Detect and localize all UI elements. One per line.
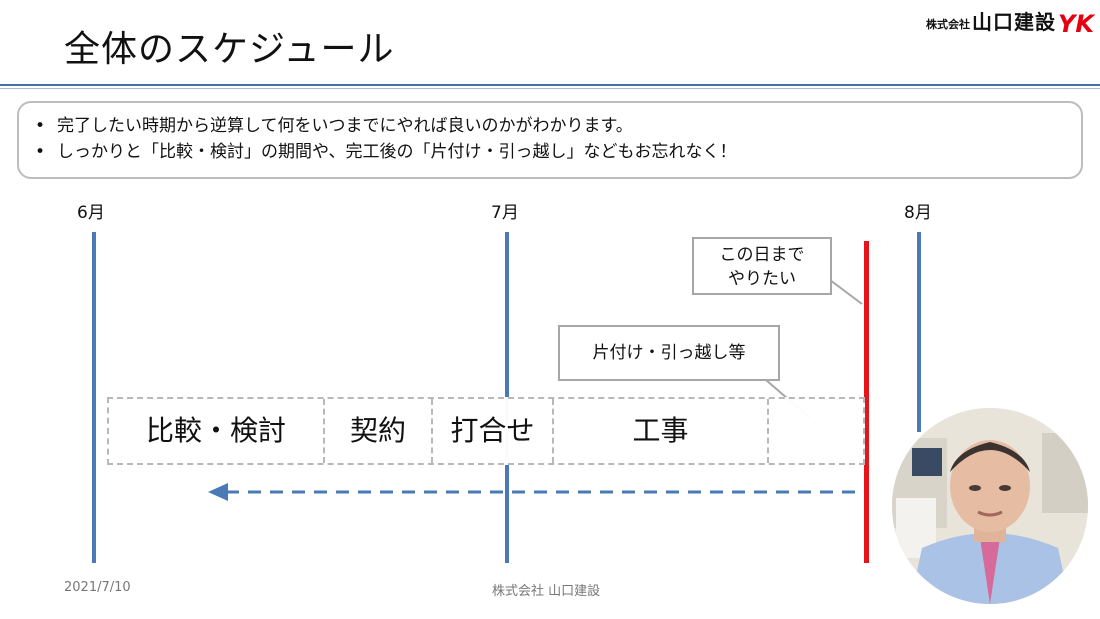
bullet-box: • 完了したい時期から逆算して何をいつまでにやれば良いのかがわかります。 • し… xyxy=(17,101,1083,179)
phase-separator xyxy=(323,399,325,463)
bullet-item: • 完了したい時期から逆算して何をいつまでにやれば良いのかがわかります。 xyxy=(35,113,1069,139)
moving-callout: 片付け・引っ越し等 xyxy=(558,325,780,381)
bullet-item: • しっかりと「比較・検討」の期間や、完工後の「片付け・引っ越し」などもお忘れな… xyxy=(35,139,1069,165)
deadline-callout-pointer xyxy=(829,279,863,305)
bullet-dot: • xyxy=(35,142,46,162)
header-divider xyxy=(0,84,1100,86)
bullet-text: 完了したい時期から逆算して何をいつまでにやれば良いのかがわかります。 xyxy=(57,116,633,136)
backward-arrow xyxy=(208,483,864,501)
month-line-august xyxy=(917,232,921,432)
bullet-text: しっかりと「比較・検討」の期間や、完工後の「片付け・引っ越し」などもお忘れなく！ xyxy=(57,142,737,162)
phase-meeting: 打合せ xyxy=(450,414,535,447)
month-label-july: 7月 xyxy=(491,203,519,223)
month-label-june: 6月 xyxy=(77,203,105,223)
page-title: 全体のスケジュール xyxy=(64,29,395,70)
backward-arrow-head xyxy=(208,483,228,501)
logo-mark: YK xyxy=(1058,10,1094,38)
phase-separator xyxy=(552,399,554,463)
deadline-callout: この日まで やりたい xyxy=(692,237,832,295)
presenter-video xyxy=(892,408,1088,604)
month-line-june xyxy=(92,232,96,563)
bullet-dot: • xyxy=(35,116,46,136)
company-logo: 株式会社 山口建設 YK xyxy=(926,6,1094,38)
header-divider-light xyxy=(0,88,1100,89)
presenter-avatar xyxy=(892,408,1088,604)
logo-main-text: 山口建設 xyxy=(972,10,1057,34)
phase-separator xyxy=(431,399,433,463)
logo-small-text: 株式会社 xyxy=(926,18,971,31)
footer-company: 株式会社 山口建設 xyxy=(492,584,601,599)
phase-contract: 契約 xyxy=(349,414,406,447)
phase-separator xyxy=(767,399,769,463)
phase-comparison: 比較・検討 xyxy=(145,414,286,447)
phase-bar: 比較・検討 契約 打合せ 工事 xyxy=(107,397,865,465)
deadline-line xyxy=(864,241,869,563)
month-label-august: 8月 xyxy=(904,203,932,223)
deadline-callout-line1: この日まで xyxy=(719,245,805,265)
footer-date: 2021/7/10 xyxy=(64,580,131,595)
deadline-callout-line2: やりたい xyxy=(728,269,796,289)
phase-construction: 工事 xyxy=(632,414,689,447)
